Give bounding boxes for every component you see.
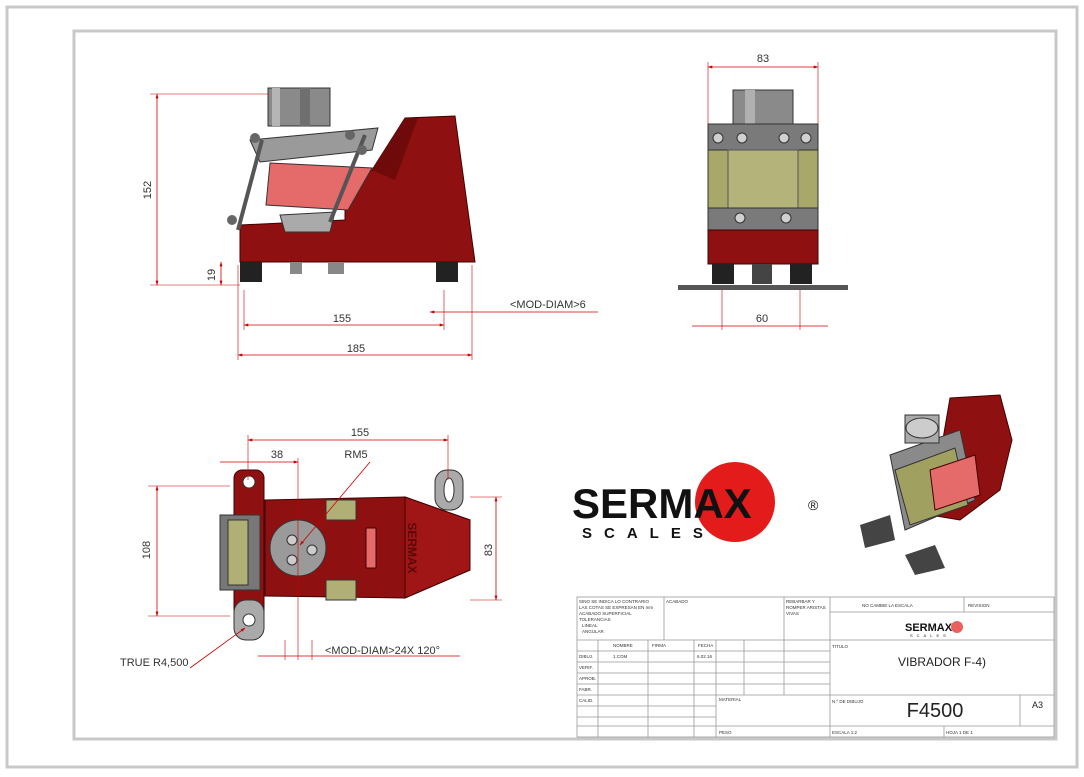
tb-note-1: LAS COTAS SE EXPRESAN EN mm (579, 605, 653, 610)
tb-title: VIBRADOR F-4) (898, 655, 986, 669)
dim-top-rm5: RM5 (344, 449, 367, 461)
tb-revision-label: REVISION (968, 603, 990, 608)
tb-col-signature: FIRMA (652, 643, 666, 648)
isometric-view (860, 394, 1013, 575)
dim-top-83: 83 (483, 544, 495, 556)
tb-edges-2: VIVAS (786, 611, 799, 616)
tb-row-aprob: APROB. (579, 676, 596, 681)
front-view: 152 19 155 185 <MOD-DIAM>6 (142, 87, 598, 360)
tb-revision-header: NO CAMBIE LA ESCALA (862, 603, 913, 608)
outer-border (5, 5, 1079, 769)
logo-red-disc (695, 462, 775, 542)
logo-sub-text: SCALES (582, 525, 715, 542)
dim-front-152: 152 (142, 181, 154, 199)
dim-front-155: 155 (333, 313, 351, 325)
inner-border (72, 29, 1058, 741)
tb-note-5: ANGULAR (582, 629, 605, 634)
dim-top-155: 155 (351, 427, 369, 439)
title-block (576, 596, 1055, 738)
tb-finish-label: ACABADO (666, 599, 689, 604)
sermax-logo: SERMAX ® SCALES (572, 462, 819, 542)
side-view: 83 60 (678, 53, 848, 330)
side-base (707, 229, 819, 265)
front-bracket (249, 127, 379, 163)
top-view: SERMAX 155 38 RM5 108 83 TRUE R4,500 <MO… (120, 427, 502, 669)
top-stamp: SERMAX (405, 522, 419, 573)
dim-front-185: 185 (347, 343, 365, 355)
tb-row-fabr: FABR. (579, 687, 592, 692)
tb-note-2: ACABADO SUPERFICIAL (579, 611, 632, 616)
tb-logo-disc (951, 621, 963, 633)
tb-note-4: LINEAL (582, 623, 598, 628)
dim-top-mod-diam: <MOD-DIAM>24X 120° (325, 645, 440, 657)
side-plate-bottom (707, 207, 819, 233)
dim-top-38: 38 (271, 449, 283, 461)
tb-drawn-by: 1.COM (613, 654, 628, 659)
dim-side-60: 60 (756, 313, 768, 325)
title-block-text: SINO SE INDICA LO CONTRARIO LAS COTAS SE… (579, 599, 1043, 735)
tb-size: A3 (1032, 700, 1043, 710)
tb-material-label: MATERIAL (719, 697, 742, 702)
tb-edges-1: ROMPER ARISTAS (786, 605, 826, 610)
dim-top-108: 108 (141, 541, 153, 559)
dim-side-83: 83 (757, 53, 769, 65)
side-plate-top (707, 123, 819, 153)
tb-weight-label: PESO (719, 730, 732, 735)
tb-title-label: TITULO (832, 644, 849, 649)
tb-col-date: FECHA (698, 643, 713, 648)
tb-note-3: TOLERANCIAS (579, 617, 611, 622)
dim-front-19: 19 (206, 269, 218, 281)
tb-row-dibuj: DIBUJ. (579, 654, 593, 659)
tb-sheet-label: HOJA 1 DE 1 (946, 730, 973, 735)
tb-logo-sub: SCALES (910, 633, 950, 638)
front-coil (265, 162, 373, 211)
tb-drawn-date: 6.02.16 (697, 654, 713, 659)
logo-registered: ® (808, 497, 819, 513)
dim-top-true-radius: TRUE R4,500 (120, 657, 188, 669)
dim-front-mod-diam: <MOD-DIAM>6 (510, 299, 586, 311)
tb-note-0: SINO SE INDICA LO CONTRARIO (579, 599, 650, 604)
tb-row-verif: VERIF. (579, 665, 593, 670)
tb-edges-0: REBARBAR Y (786, 599, 815, 604)
tb-col-name: NOMBRE (613, 643, 633, 648)
tb-logo-main: SERMAX (905, 622, 953, 634)
logo-main-text: SERMAX (572, 480, 752, 527)
tb-scale-label: ESCALA 1:2 (832, 730, 858, 735)
tb-drawing-no: F4500 (907, 700, 964, 722)
tb-drawing-no-label: N.º DE DIBUJO (832, 699, 864, 704)
tb-row-calid: CALID. (579, 698, 594, 703)
